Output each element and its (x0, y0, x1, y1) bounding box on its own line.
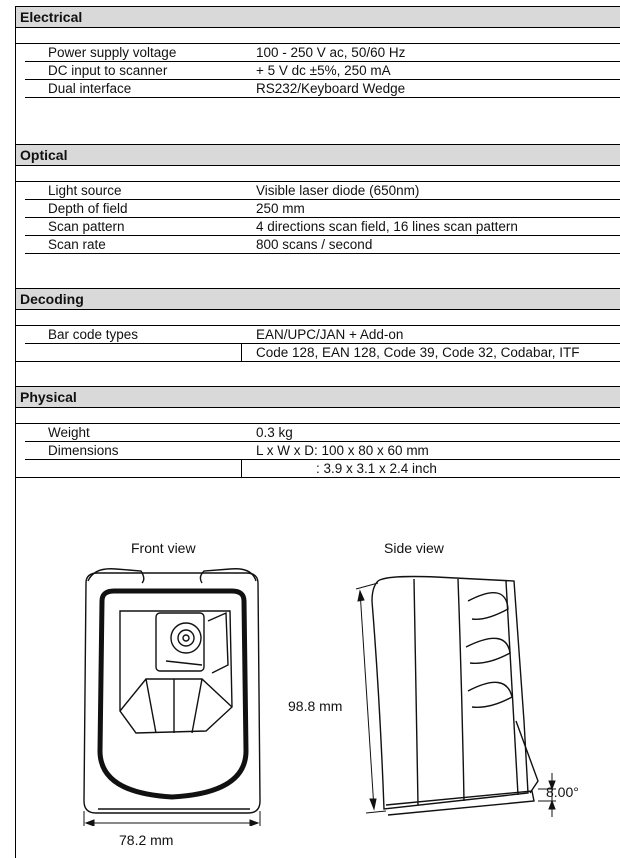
spec-row-scan-rate: Scan rate 800 scans / second (16, 236, 620, 254)
spec-value: 250 mm (256, 201, 305, 216)
row-rule (25, 235, 620, 236)
spec-value: 0.3 kg (256, 425, 293, 440)
spec-label: Dimensions (48, 443, 119, 458)
angle-dimension-label: 8.00° (546, 784, 579, 800)
spec-row-scan-pattern: Scan pattern 4 directions scan field, 16 … (16, 218, 620, 236)
row-rule (25, 199, 620, 200)
spec-row-bar-code-types-cont: Code 128, EAN 128, Code 39, Code 32, Cod… (16, 344, 620, 362)
spec-value: + 5 V dc ±5%, 250 mA (256, 63, 391, 78)
spec-label: DC input to scanner (48, 63, 168, 78)
spec-label: Dual interface (48, 81, 132, 96)
section-spacer (16, 362, 620, 386)
spec-value: 4 directions scan field, 16 lines scan p… (256, 219, 518, 234)
spec-value: EAN/UPC/JAN + Add-on (256, 327, 404, 342)
section-spacer (16, 27, 620, 44)
spec-value: 800 scans / second (256, 237, 373, 252)
section-header-optical: Optical (16, 144, 620, 166)
spec-row-dual-interface: Dual interface RS232/Keyboard Wedge (16, 80, 620, 98)
section-spacer (16, 254, 620, 288)
section-title: Decoding (20, 291, 84, 307)
spec-row-dimensions-inch: : 3.9 x 3.1 x 2.4 inch (16, 460, 620, 478)
spec-label: Power supply voltage (48, 45, 177, 60)
spec-label: Light source (48, 183, 122, 198)
spec-value: : 3.9 x 3.1 x 2.4 inch (316, 461, 437, 476)
spec-value: RS232/Keyboard Wedge (256, 81, 406, 96)
spec-sheet: Electrical Power supply voltage 100 - 250… (15, 6, 620, 858)
side-view-drawing (355, 575, 556, 817)
spec-row-depth-of-field: Depth of field 250 mm (16, 200, 620, 218)
column-divider (241, 344, 242, 362)
row-rule (25, 343, 620, 344)
height-dimension-label: 98.8 mm (288, 698, 343, 714)
spec-value: L x W x D: 100 x 80 x 60 mm (256, 443, 429, 458)
front-view-drawing (83, 568, 261, 826)
spec-row-power-supply: Power supply voltage 100 - 250 V ac, 50/6… (16, 44, 620, 62)
section-spacer (16, 309, 620, 326)
section-header-physical: Physical (16, 386, 620, 408)
row-rule (25, 79, 620, 80)
side-view-caption: Side view (384, 540, 444, 556)
spec-value: 100 - 250 V ac, 50/60 Hz (256, 45, 406, 60)
row-rule (25, 441, 620, 442)
spec-row-weight: Weight 0.3 kg (16, 424, 620, 442)
spec-value: Code 128, EAN 128, Code 39, Code 32, Cod… (256, 345, 580, 360)
spec-row-dc-input: DC input to scanner + 5 V dc ±5%, 250 mA (16, 62, 620, 80)
spec-label: Bar code types (48, 327, 139, 342)
front-view-caption: Front view (131, 540, 196, 556)
row-rule (25, 217, 620, 218)
row-rule (25, 61, 620, 62)
section-title: Optical (20, 147, 68, 163)
section-spacer (16, 165, 620, 182)
section-title: Electrical (20, 9, 83, 25)
row-rule (16, 477, 620, 478)
spec-row-dimensions: Dimensions L x W x D: 100 x 80 x 60 mm (16, 442, 620, 460)
row-rule (25, 97, 620, 98)
spec-label: Scan rate (48, 237, 106, 252)
spec-label: Scan pattern (48, 219, 125, 234)
section-header-electrical: Electrical (16, 6, 620, 28)
row-rule (25, 459, 620, 460)
section-header-decoding: Decoding (16, 288, 620, 310)
spec-label: Weight (48, 425, 90, 440)
row-rule (16, 361, 620, 362)
width-dimension-label: 78.2 mm (119, 832, 174, 848)
spec-row-light-source: Light source Visible laser diode (650nm) (16, 182, 620, 200)
section-spacer (16, 98, 620, 141)
spec-value: Visible laser diode (650nm) (256, 183, 420, 198)
section-spacer (16, 407, 620, 424)
section-title: Physical (20, 389, 77, 405)
row-rule (25, 253, 620, 254)
spec-row-bar-code-types: Bar code types EAN/UPC/JAN + Add-on (16, 326, 620, 344)
column-divider (241, 460, 242, 478)
spec-label: Depth of field (48, 201, 128, 216)
